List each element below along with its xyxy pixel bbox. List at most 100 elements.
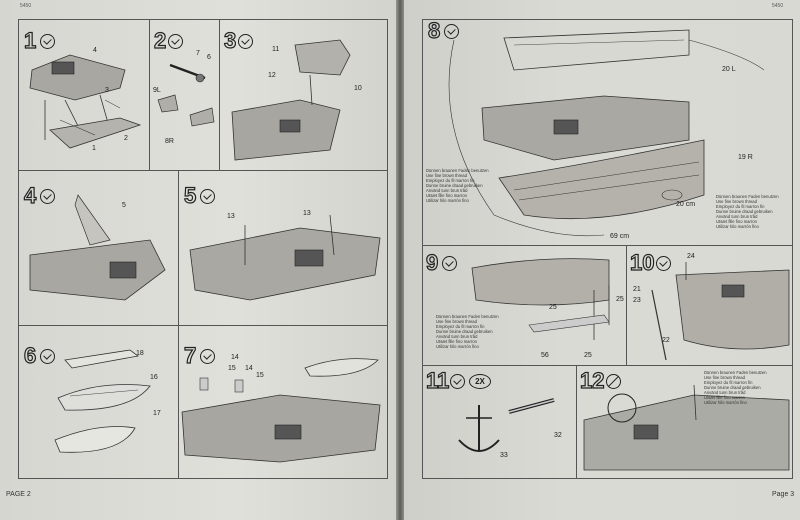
- step-9-number: 9: [425, 250, 439, 275]
- part-label: 7: [196, 50, 200, 57]
- glue-check-icon: [444, 24, 459, 39]
- grid-line: [422, 365, 792, 366]
- grid-line: [219, 19, 220, 171]
- step-1-number: 1: [23, 28, 37, 53]
- step-9-drawing: [471, 258, 610, 340]
- step-2-number: 2: [153, 28, 167, 53]
- step-3-number: 3: [223, 28, 237, 53]
- step-8-drawing: [448, 29, 765, 237]
- part-label: 24: [687, 253, 695, 260]
- glue-check-icon: [168, 34, 183, 49]
- part-label: 25: [549, 304, 557, 311]
- left-page: 5450 1 4 3 2 1 2 7 6 9L 8R 3: [0, 0, 396, 520]
- part-label: 15: [256, 372, 264, 379]
- glue-check-icon: [200, 349, 215, 364]
- part-label: 15: [228, 365, 236, 372]
- part-label: 2: [124, 135, 128, 142]
- glue-check-icon: [656, 256, 671, 271]
- step-2-drawing: [157, 63, 215, 127]
- part-label: 20 L: [722, 66, 736, 73]
- step-6-number: 6: [23, 343, 37, 368]
- glue-check-icon: [238, 34, 253, 49]
- part-label: 19 R: [738, 154, 753, 161]
- grid-line: [792, 19, 793, 479]
- grid-line: [626, 245, 627, 365]
- step-7-drawing: [181, 358, 381, 463]
- right-page-header: 5450: [772, 3, 784, 9]
- step-12-number: 12: [579, 368, 605, 393]
- left-page-header: 5450: [20, 3, 32, 9]
- glue-check-icon: [450, 374, 465, 389]
- step-1-drawing: [29, 54, 142, 149]
- grid-line: [387, 19, 388, 479]
- part-label: 5: [122, 202, 126, 209]
- part-label: 13: [227, 213, 235, 220]
- grid-line: [422, 19, 792, 20]
- page-number: Page 3: [772, 491, 795, 498]
- step-5-number: 5: [183, 183, 197, 208]
- step-4-drawing: [29, 194, 166, 301]
- grid-line: [18, 19, 19, 479]
- part-label: 17: [153, 410, 161, 417]
- step-3-drawing: [231, 39, 351, 161]
- part-label: 56: [541, 352, 549, 359]
- part-label: 11: [272, 46, 280, 53]
- book-gutter: [396, 0, 404, 520]
- no-glue-icon: [606, 374, 621, 389]
- glue-check-icon: [40, 189, 55, 204]
- part-label: 18: [136, 350, 144, 357]
- step-7-number: 7: [183, 343, 197, 368]
- grid-line: [18, 170, 388, 171]
- grid-line: [18, 478, 388, 479]
- glue-check-icon: [200, 189, 215, 204]
- glue-check-icon: [40, 349, 55, 364]
- part-label: 16: [150, 374, 158, 381]
- grid-line: [149, 19, 150, 171]
- part-label: 25: [616, 296, 624, 303]
- step-8-number: 8: [427, 18, 441, 43]
- step-10-number: 10: [629, 250, 655, 275]
- part-label: 32: [554, 432, 562, 439]
- grid-line: [178, 170, 179, 478]
- part-label: 20 cm: [676, 201, 696, 208]
- part-label: 1: [92, 145, 96, 152]
- part-label: 9L: [153, 87, 161, 94]
- grid-line: [576, 365, 577, 479]
- right-page: 5450 8 20 L 19 R 20 cm 69 cm Dünnen brau…: [404, 0, 800, 520]
- part-label: 33: [500, 452, 508, 459]
- grid-line: [422, 245, 792, 246]
- glue-check-icon: [442, 256, 457, 271]
- part-label: 21: [633, 286, 641, 293]
- step-5-drawing: [189, 214, 381, 301]
- page-number: PAGE 2: [6, 491, 31, 498]
- part-label: 14: [231, 354, 239, 361]
- part-label: 3: [105, 87, 109, 94]
- grid-line: [422, 478, 792, 479]
- step-12-drawing: [583, 384, 790, 471]
- step-11-number: 11: [425, 368, 450, 393]
- part-label: 14: [245, 365, 253, 372]
- step-11-drawing: [458, 398, 555, 452]
- grid-line: [18, 325, 388, 326]
- part-label: 13: [303, 210, 311, 217]
- grid-line: [18, 19, 388, 20]
- step-10-drawing: [651, 262, 790, 361]
- part-label: 69 cm: [610, 233, 630, 240]
- part-label: 8R: [165, 138, 174, 145]
- part-label: 22: [662, 337, 670, 344]
- part-label: 6: [207, 54, 211, 61]
- part-label: 4: [93, 47, 97, 54]
- part-label: 25: [584, 352, 592, 359]
- glue-check-icon: [40, 34, 55, 49]
- quantity-badge: 2X: [469, 374, 491, 389]
- step-6-drawing: [54, 349, 151, 453]
- part-label: 10: [354, 85, 362, 92]
- part-label: 23: [633, 297, 641, 304]
- part-label: 12: [268, 72, 276, 79]
- step-4-number: 4: [23, 183, 37, 208]
- grid-line: [422, 19, 423, 479]
